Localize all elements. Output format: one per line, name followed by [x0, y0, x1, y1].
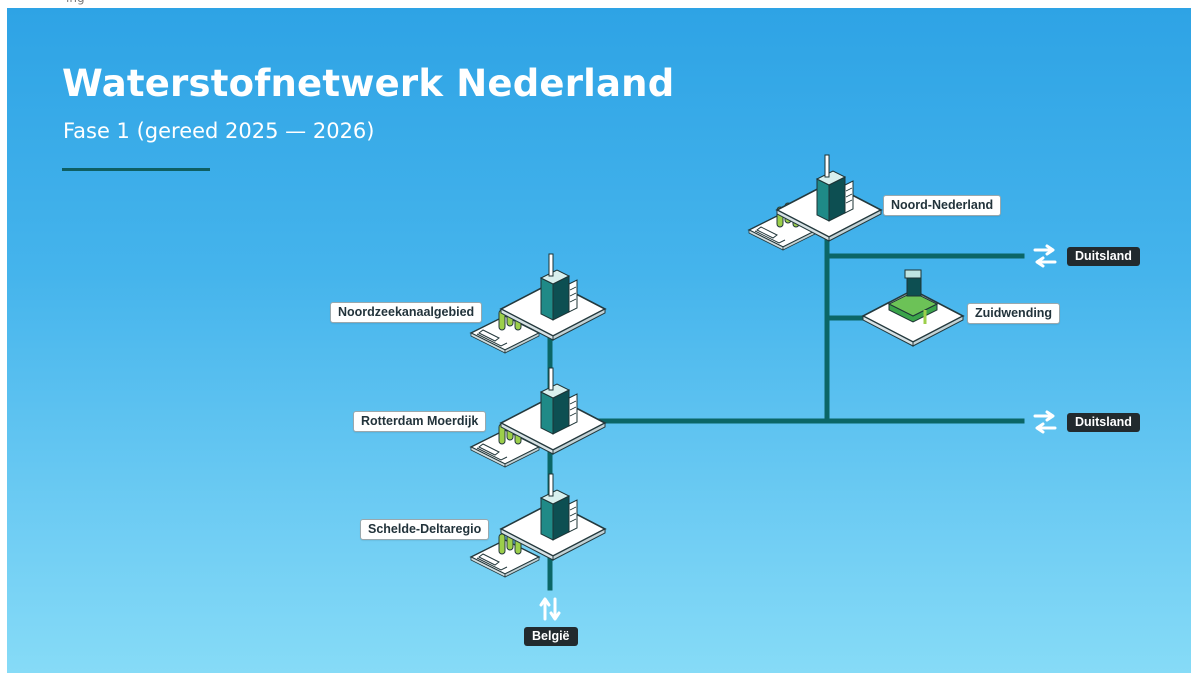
exchange-arrows-icon: [1033, 410, 1057, 434]
network-diagram: [470, 154, 1057, 621]
node-label-noord-nederland: Noord-Nederland: [883, 195, 1002, 216]
hydrogen-storage-icon: [861, 268, 965, 348]
top-strip: ing: [0, 0, 1197, 8]
exchange-arrows-icon: [1033, 244, 1057, 268]
pipeline-network: [547, 233, 1025, 591]
title-divider: [62, 168, 210, 171]
border-label-duitsland-north: Duitsland: [1067, 247, 1140, 266]
node-label-zuidwending: Zuidwending: [967, 303, 1061, 324]
node-label-rotterdam-moerdijk: Rotterdam Moerdijk: [353, 411, 487, 432]
slide-title: Waterstofnetwerk Nederland: [62, 62, 675, 105]
node-label-noordzeekanaalgebied: Noordzeekanaalgebied: [330, 302, 483, 323]
border-label-duitsland-south: Duitsland: [1067, 413, 1140, 432]
slide-subtitle: Fase 1 (gereed 2025 — 2026): [63, 119, 375, 143]
node-label-schelde-deltaregio: Schelde-Deltaregio: [360, 519, 490, 540]
border-label-belgie: België: [524, 627, 578, 646]
exchange-arrows-icon: [539, 597, 561, 621]
header-strip-text: ing: [66, 0, 85, 5]
slide: Waterstofnetwerk Nederland Fase 1 (geree…: [7, 8, 1191, 673]
